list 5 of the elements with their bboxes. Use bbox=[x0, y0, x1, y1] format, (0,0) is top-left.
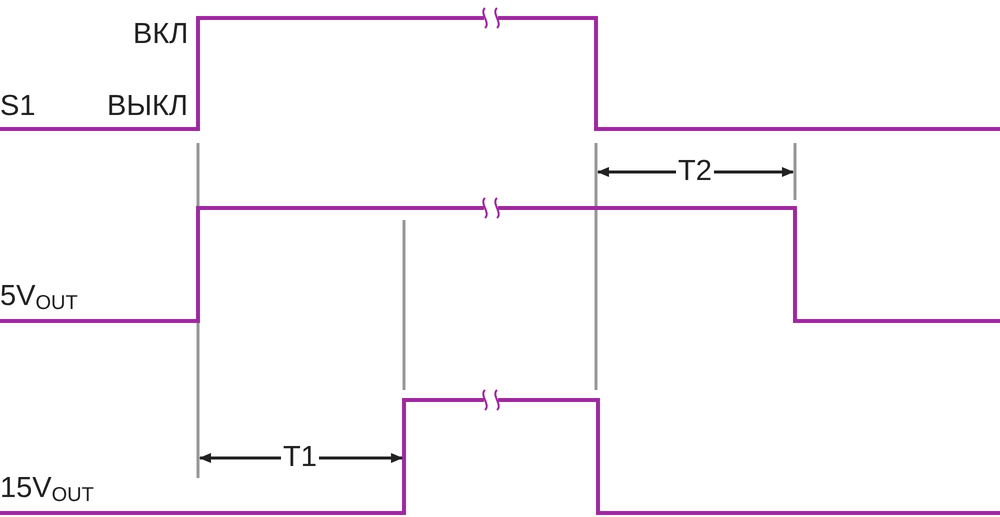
state-label: ВЫКЛ bbox=[107, 92, 188, 121]
signal-name: 5V$_{OUT}$ bbox=[0, 282, 78, 313]
signal-name: 15V$_{OUT}$ bbox=[0, 474, 94, 505]
state-label: ВКЛ bbox=[133, 20, 188, 49]
signal-name: S1 bbox=[0, 92, 36, 121]
